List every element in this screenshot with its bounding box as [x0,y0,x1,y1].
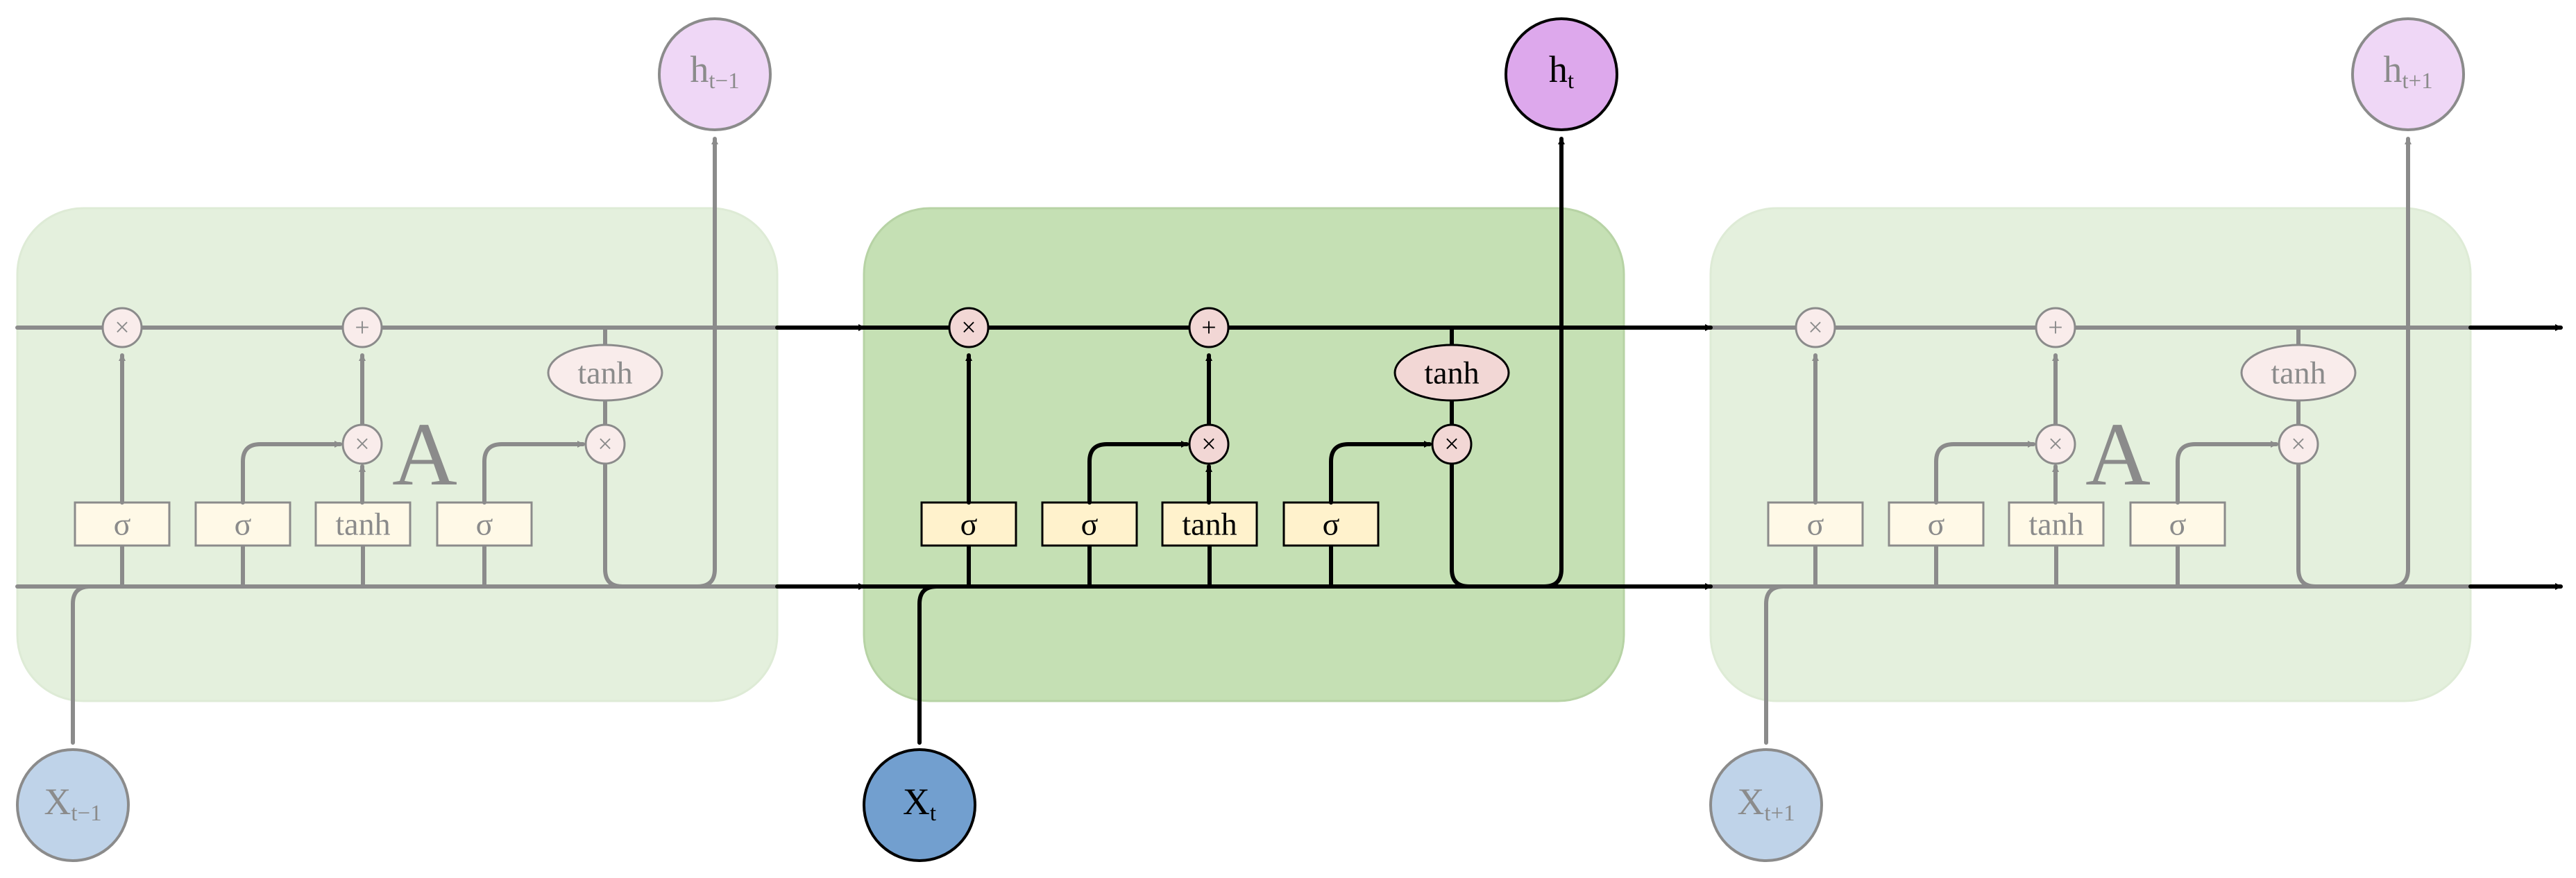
output-gate-arrow [2176,441,2278,505]
input-multiply-op [341,423,383,465]
hidden-state-label-subscript: t+1 [2402,69,2432,94]
gate-layer-4 [436,501,533,547]
output-multiply-op-symbol: × [2291,430,2305,459]
hidden-output-path [2296,332,2410,589]
input-line [917,584,939,745]
forget-multiply-op [1795,307,1836,348]
add-op-symbol: + [1201,313,1216,342]
add-op [2035,307,2076,348]
gate-layer-label: σ [476,507,493,542]
input-gate-arrow [241,441,342,505]
gate-layer-4 [1282,501,1380,547]
input-multiply-op [2035,423,2076,465]
tanh-op [547,344,663,402]
tanh-op-label: tanh [1424,355,1479,391]
input-label: Xt [903,781,936,826]
cell-label: A [2085,405,2151,505]
input-node [16,748,130,862]
hidden-state-label: ht+1 [2383,49,2432,94]
hidden-state-label: ht−1 [690,49,739,94]
gate-layer-2 [1041,501,1138,547]
hidden-output-path [603,332,717,589]
hidden-state-node [658,17,772,131]
gate-layer-label: σ [2169,507,2187,542]
input-multiply-op-symbol: × [1201,430,1216,459]
cell-body [863,207,1625,702]
input-multiply-op-symbol: × [355,430,369,459]
gate-layer-label: tanh [2028,507,2083,542]
gate-layer-label: σ [1323,507,1340,542]
input-label: Xt−1 [44,781,101,826]
gate-layer-label: σ [960,507,978,542]
hidden-state-label-subscript: t−1 [709,69,739,94]
add-op-symbol: + [2048,313,2062,342]
add-op [341,307,383,348]
tanh-op-label: tanh [2271,355,2325,391]
gate-layer-2 [194,501,291,547]
add-op-symbol: + [355,313,369,342]
add-op [1188,307,1230,348]
tanh-op-label: tanh [577,355,632,391]
forget-multiply-op [948,307,990,348]
input-gate-arrow [1934,441,2035,505]
forget-multiply-op-symbol: × [1808,313,1822,342]
gate-layer-label: σ [114,507,131,542]
output-multiply-op [2278,423,2319,465]
hidden-state-label-base: h [1549,49,1568,90]
gate-layer-label: σ [1807,507,1824,542]
gate-layer-2 [1888,501,1985,547]
forget-multiply-op [101,307,143,348]
gate-layer-label: σ [235,507,252,542]
gate-layer-1 [74,501,171,547]
hidden-state-node [2351,17,2465,131]
cell-label: A [392,405,457,505]
hidden-state-node [1505,17,1618,131]
hidden-output-path [1450,332,1564,589]
hidden-state-label: ht [1549,49,1574,94]
tanh-op [2240,344,2357,402]
output-gate-arrow [1329,441,1432,505]
gate-layer-label: tanh [1182,507,1237,542]
input-gate-arrow [1087,441,1189,505]
input-multiply-op [1188,423,1230,465]
gate-layer-label: tanh [335,507,390,542]
input-label-base: X [1737,781,1764,822]
output-gate-arrow [482,441,585,505]
output-multiply-op [1431,423,1473,465]
gate-layer-1 [1767,501,1864,547]
tanh-op [1393,344,1510,402]
input-label-subscript: t [930,801,936,826]
hidden-state-label-subscript: t [1568,69,1574,94]
forget-multiply-op-symbol: × [961,313,976,342]
gate-layer-4 [2129,501,2226,547]
input-node [863,748,976,862]
input-label-subscript: t−1 [71,801,101,826]
input-label: Xt+1 [1737,781,1795,826]
cell-body [16,207,779,702]
input-label-base: X [903,781,930,822]
input-line [71,584,92,745]
input-line [1764,584,1786,745]
hidden-state-label-base: h [690,49,709,90]
gate-layer-3 [2008,501,2105,547]
output-multiply-op [584,423,626,465]
cell-body [1709,207,2472,702]
gate-layer-3 [1161,501,1258,547]
gate-layer-label: σ [1081,507,1099,542]
input-label-subscript: t+1 [1764,801,1795,826]
gate-layer-label: σ [1928,507,1945,542]
output-multiply-op-symbol: × [1444,430,1459,459]
input-multiply-op-symbol: × [2048,430,2062,459]
gate-layer-3 [314,501,412,547]
forget-multiply-op-symbol: × [115,313,129,342]
input-label-base: X [44,781,71,822]
input-node [1709,748,1823,862]
output-multiply-op-symbol: × [598,430,612,459]
hidden-state-label-base: h [2383,49,2402,90]
